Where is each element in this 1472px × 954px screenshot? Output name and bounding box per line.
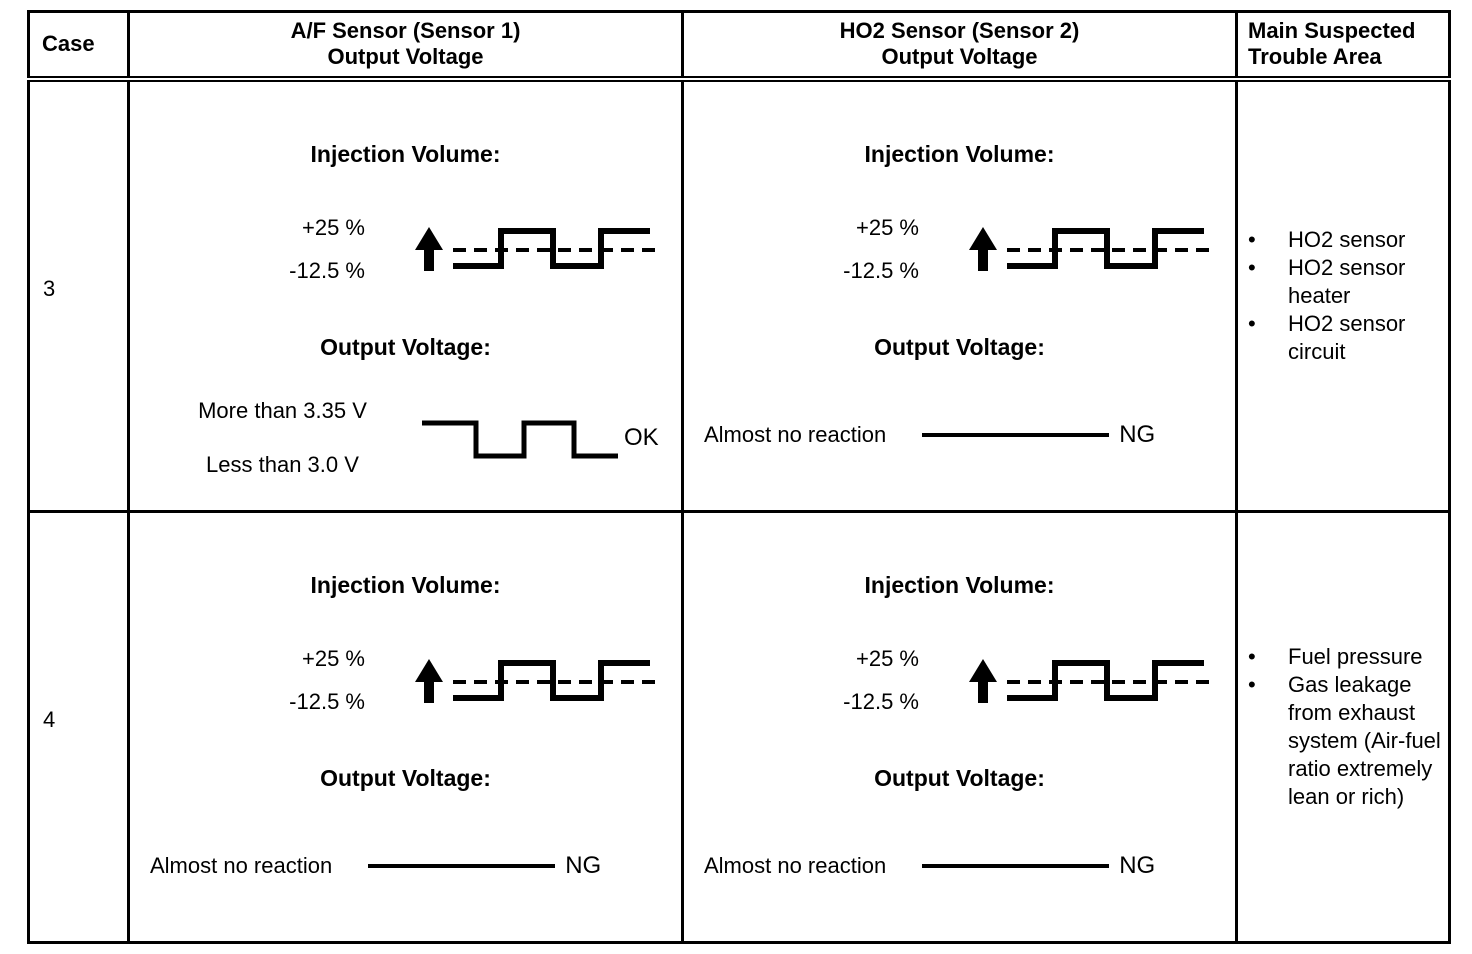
- bullet-icon: •: [1248, 644, 1256, 669]
- output-high-label: More than 3.35 V: [198, 397, 367, 423]
- injection-volume-heading: Injection Volume:: [310, 572, 501, 598]
- injection-labels: +25 % -12.5 %: [843, 214, 919, 285]
- injection-labels: +25 % -12.5 %: [843, 645, 919, 716]
- ho2-sensor-cell-case3: Injection Volume: +25 % -12.5 %: [681, 77, 1238, 513]
- column-header-case: Case: [27, 10, 130, 82]
- square-wave: [453, 659, 650, 701]
- header-af-line1: A/F Sensor (Sensor 1): [290, 18, 521, 44]
- injection-volume-heading: Injection Volume:: [864, 572, 1055, 598]
- output-voltage-heading: Output Voltage:: [874, 333, 1045, 360]
- case-number-cell: 4: [27, 510, 130, 944]
- bullet-icon: •: [1248, 226, 1256, 252]
- case-number: 3: [43, 275, 56, 301]
- injection-low-label: -12.5 %: [843, 257, 919, 283]
- list-item: • Fuel pressure: [1248, 643, 1448, 671]
- list-item: • HO2 sensor circuit: [1248, 310, 1448, 366]
- square-wave: [1007, 228, 1204, 269]
- af-sensor-cell-case4: Injection Volume: +25 % -12.5 %: [127, 510, 684, 944]
- arrow-up-icon: [415, 658, 443, 703]
- verdict-label: OK: [624, 423, 659, 451]
- injection-low-label: -12.5 %: [289, 689, 365, 714]
- trouble-item-text: Fuel pressure: [1288, 644, 1423, 669]
- output-flat-block: Almost no reaction NG: [130, 852, 681, 880]
- trouble-list: • HO2 sensor • HO2 sensor heater • HO2 s…: [1248, 226, 1448, 366]
- trouble-list: • Fuel pressure • Gas leakage from exhau…: [1248, 643, 1448, 811]
- arrow-up-icon: [969, 658, 997, 703]
- injection-waveform: [969, 658, 1217, 703]
- injection-labels: +25 % -12.5 %: [289, 214, 365, 285]
- output-label: Almost no reaction: [704, 853, 887, 878]
- injection-volume-heading: Injection Volume:: [864, 140, 1055, 167]
- injection-waveform: [415, 227, 663, 271]
- output-label: Almost no reaction: [150, 853, 333, 878]
- trouble-item-text: HO2 sensor circuit: [1288, 310, 1406, 364]
- output-voltage-heading: Output Voltage:: [320, 765, 491, 791]
- case-number-cell: 3: [27, 77, 130, 513]
- output-flat-block: Almost no reaction NG: [684, 421, 1235, 449]
- injection-high-label: +25 %: [302, 214, 365, 240]
- injection-high-label: +25 %: [302, 646, 365, 671]
- arrow-up-icon: [415, 227, 443, 271]
- header-trouble-line1: Main Suspected: [1248, 18, 1416, 44]
- column-header-af-sensor: A/F Sensor (Sensor 1) Output Voltage: [127, 10, 684, 82]
- verdict-label: NG: [565, 852, 602, 879]
- trouble-item-text: HO2 sensor: [1288, 226, 1406, 252]
- injection-waveform-block: +25 % -12.5 %: [684, 214, 1235, 285]
- af-sensor-cell-case3: Injection Volume: +25 % -12.5 %: [127, 77, 684, 513]
- square-wave: [1007, 659, 1204, 701]
- injection-waveform: [969, 227, 1217, 271]
- trouble-item-text: Gas leakage from exhaust system (Air-fue…: [1288, 672, 1441, 809]
- verdict-label: NG: [1119, 420, 1156, 448]
- injection-volume-heading: Injection Volume:: [310, 140, 501, 167]
- output-label: Almost no reaction: [704, 421, 887, 447]
- ho2-sensor-cell-case4: Injection Volume: +25 % -12.5 %: [681, 510, 1238, 944]
- injection-high-label: +25 %: [856, 214, 919, 240]
- list-item: • Gas leakage from exhaust system (Air-f…: [1248, 671, 1448, 811]
- column-header-trouble-area: Main Suspected Trouble Area: [1235, 10, 1451, 82]
- injection-waveform-block: +25 % -12.5 %: [130, 645, 681, 716]
- list-item: • HO2 sensor: [1248, 226, 1448, 254]
- header-trouble-line2: Trouble Area: [1248, 44, 1382, 70]
- output-labels: More than 3.35 V Less than 3.0 V: [185, 397, 380, 479]
- trouble-item-text: HO2 sensor heater: [1288, 254, 1406, 308]
- output-voltage-heading: Output Voltage:: [874, 765, 1045, 791]
- arrow-up-icon: [969, 227, 997, 271]
- bullet-icon: •: [1248, 254, 1256, 280]
- output-waveform-block: More than 3.35 V Less than 3.0 V OK: [130, 397, 681, 479]
- output-square-wave: [422, 420, 618, 458]
- injection-high-label: +25 %: [856, 646, 919, 671]
- flat-line: [922, 432, 1110, 437]
- flat-line: [922, 864, 1110, 868]
- output-voltage-heading: Output Voltage:: [320, 333, 491, 360]
- bullet-icon: •: [1248, 310, 1256, 336]
- table-row-case-3: 3 Injection Volume: +25 % -12.5 %: [27, 77, 1451, 513]
- header-ho2-line1: HO2 Sensor (Sensor 2): [839, 18, 1080, 44]
- injection-waveform: [415, 658, 663, 703]
- header-af-line2: Output Voltage: [327, 44, 484, 70]
- bullet-icon: •: [1248, 672, 1256, 697]
- verdict-label: NG: [1119, 852, 1156, 879]
- injection-low-label: -12.5 %: [843, 689, 919, 714]
- table-row-case-4: 4 Injection Volume: +25 % -12.5 %: [27, 510, 1451, 944]
- list-item: • HO2 sensor heater: [1248, 254, 1448, 310]
- flat-line: [368, 864, 556, 868]
- table-header-row: Case A/F Sensor (Sensor 1) Output Voltag…: [27, 10, 1451, 82]
- header-case-label: Case: [42, 31, 95, 57]
- injection-labels: +25 % -12.5 %: [289, 645, 365, 716]
- column-header-ho2-sensor: HO2 Sensor (Sensor 2) Output Voltage: [681, 10, 1238, 82]
- trouble-area-cell-case3: • HO2 sensor • HO2 sensor heater • HO2 s…: [1235, 77, 1451, 513]
- case-number: 4: [43, 707, 56, 732]
- output-low-label: Less than 3.0 V: [206, 451, 359, 477]
- injection-waveform-block: +25 % -12.5 %: [130, 214, 681, 285]
- injection-low-label: -12.5 %: [289, 257, 365, 283]
- injection-waveform-block: +25 % -12.5 %: [684, 645, 1235, 716]
- trouble-area-cell-case4: • Fuel pressure • Gas leakage from exhau…: [1235, 510, 1451, 944]
- header-ho2-line2: Output Voltage: [881, 44, 1038, 70]
- sensor-diagnosis-table: Case A/F Sensor (Sensor 1) Output Voltag…: [27, 10, 1451, 944]
- square-wave: [453, 228, 650, 269]
- output-flat-block: Almost no reaction NG: [684, 852, 1235, 880]
